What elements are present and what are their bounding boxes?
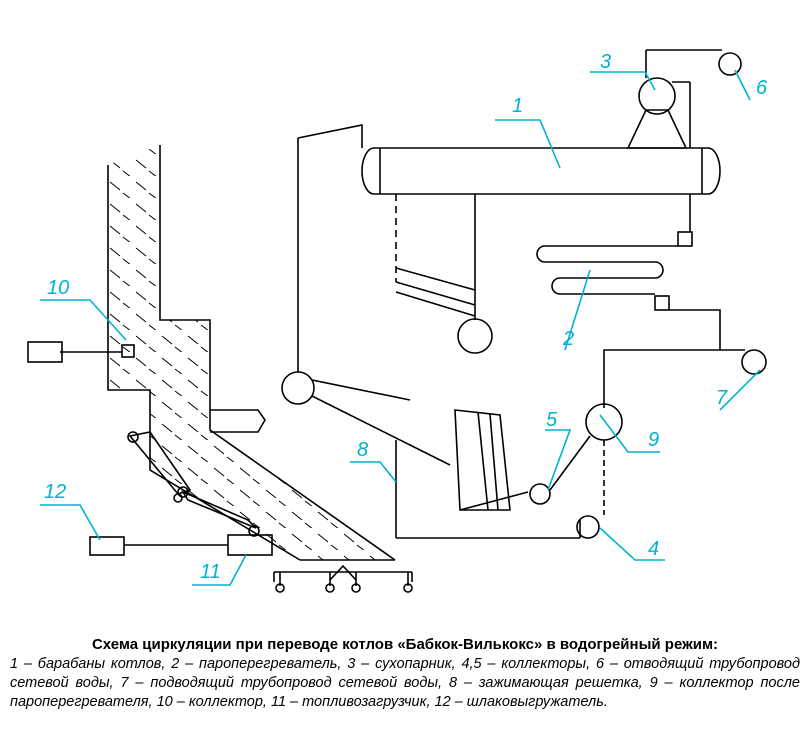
steam-dome-3 [626,49,722,149]
label-6: 6 [756,77,768,99]
label-5: 5 [546,409,558,431]
label-10: 10 [47,277,69,299]
collector-5 [529,483,551,505]
collector-10 [121,344,135,358]
label-8: 8 [357,439,368,461]
fuel-loader-linkage [127,431,260,537]
grate-rollers [273,564,413,593]
label-12: 12 [44,481,66,503]
drive-box-10 [27,341,63,363]
label-2: 2 [562,328,574,350]
left-collector [281,371,315,405]
label-11: 11 [200,561,221,583]
slag-remover-12 [89,536,125,556]
label-3: 3 [600,51,611,73]
furnace-wall [107,145,396,561]
label-9: 9 [648,429,659,451]
collector-9 [585,403,623,441]
caption-body: 1 – барабаны котлов, 2 – пароперегревате… [10,656,800,710]
label-1: 1 [512,95,523,117]
inlet-pipe-7 [741,349,767,375]
label-4: 4 [648,538,659,560]
collector-4 [576,515,600,539]
outlet-pipe-6 [718,52,742,76]
left-riser [297,124,363,148]
superheater-2 [536,194,745,408]
circulation-diagram: 1 2 3 4 5 6 7 8 9 10 11 12 [27,49,768,593]
caption-title: Схема циркуляции при переводе котлов «Ба… [91,636,719,653]
burner-nozzle [210,409,266,433]
figure-caption: Схема циркуляции при переводе котлов «Ба… [10,636,800,712]
boiler-drum-1 [361,147,721,195]
label-7: 7 [716,387,728,409]
clamping-grate-8 [454,409,529,511]
lower-collector [457,318,493,354]
